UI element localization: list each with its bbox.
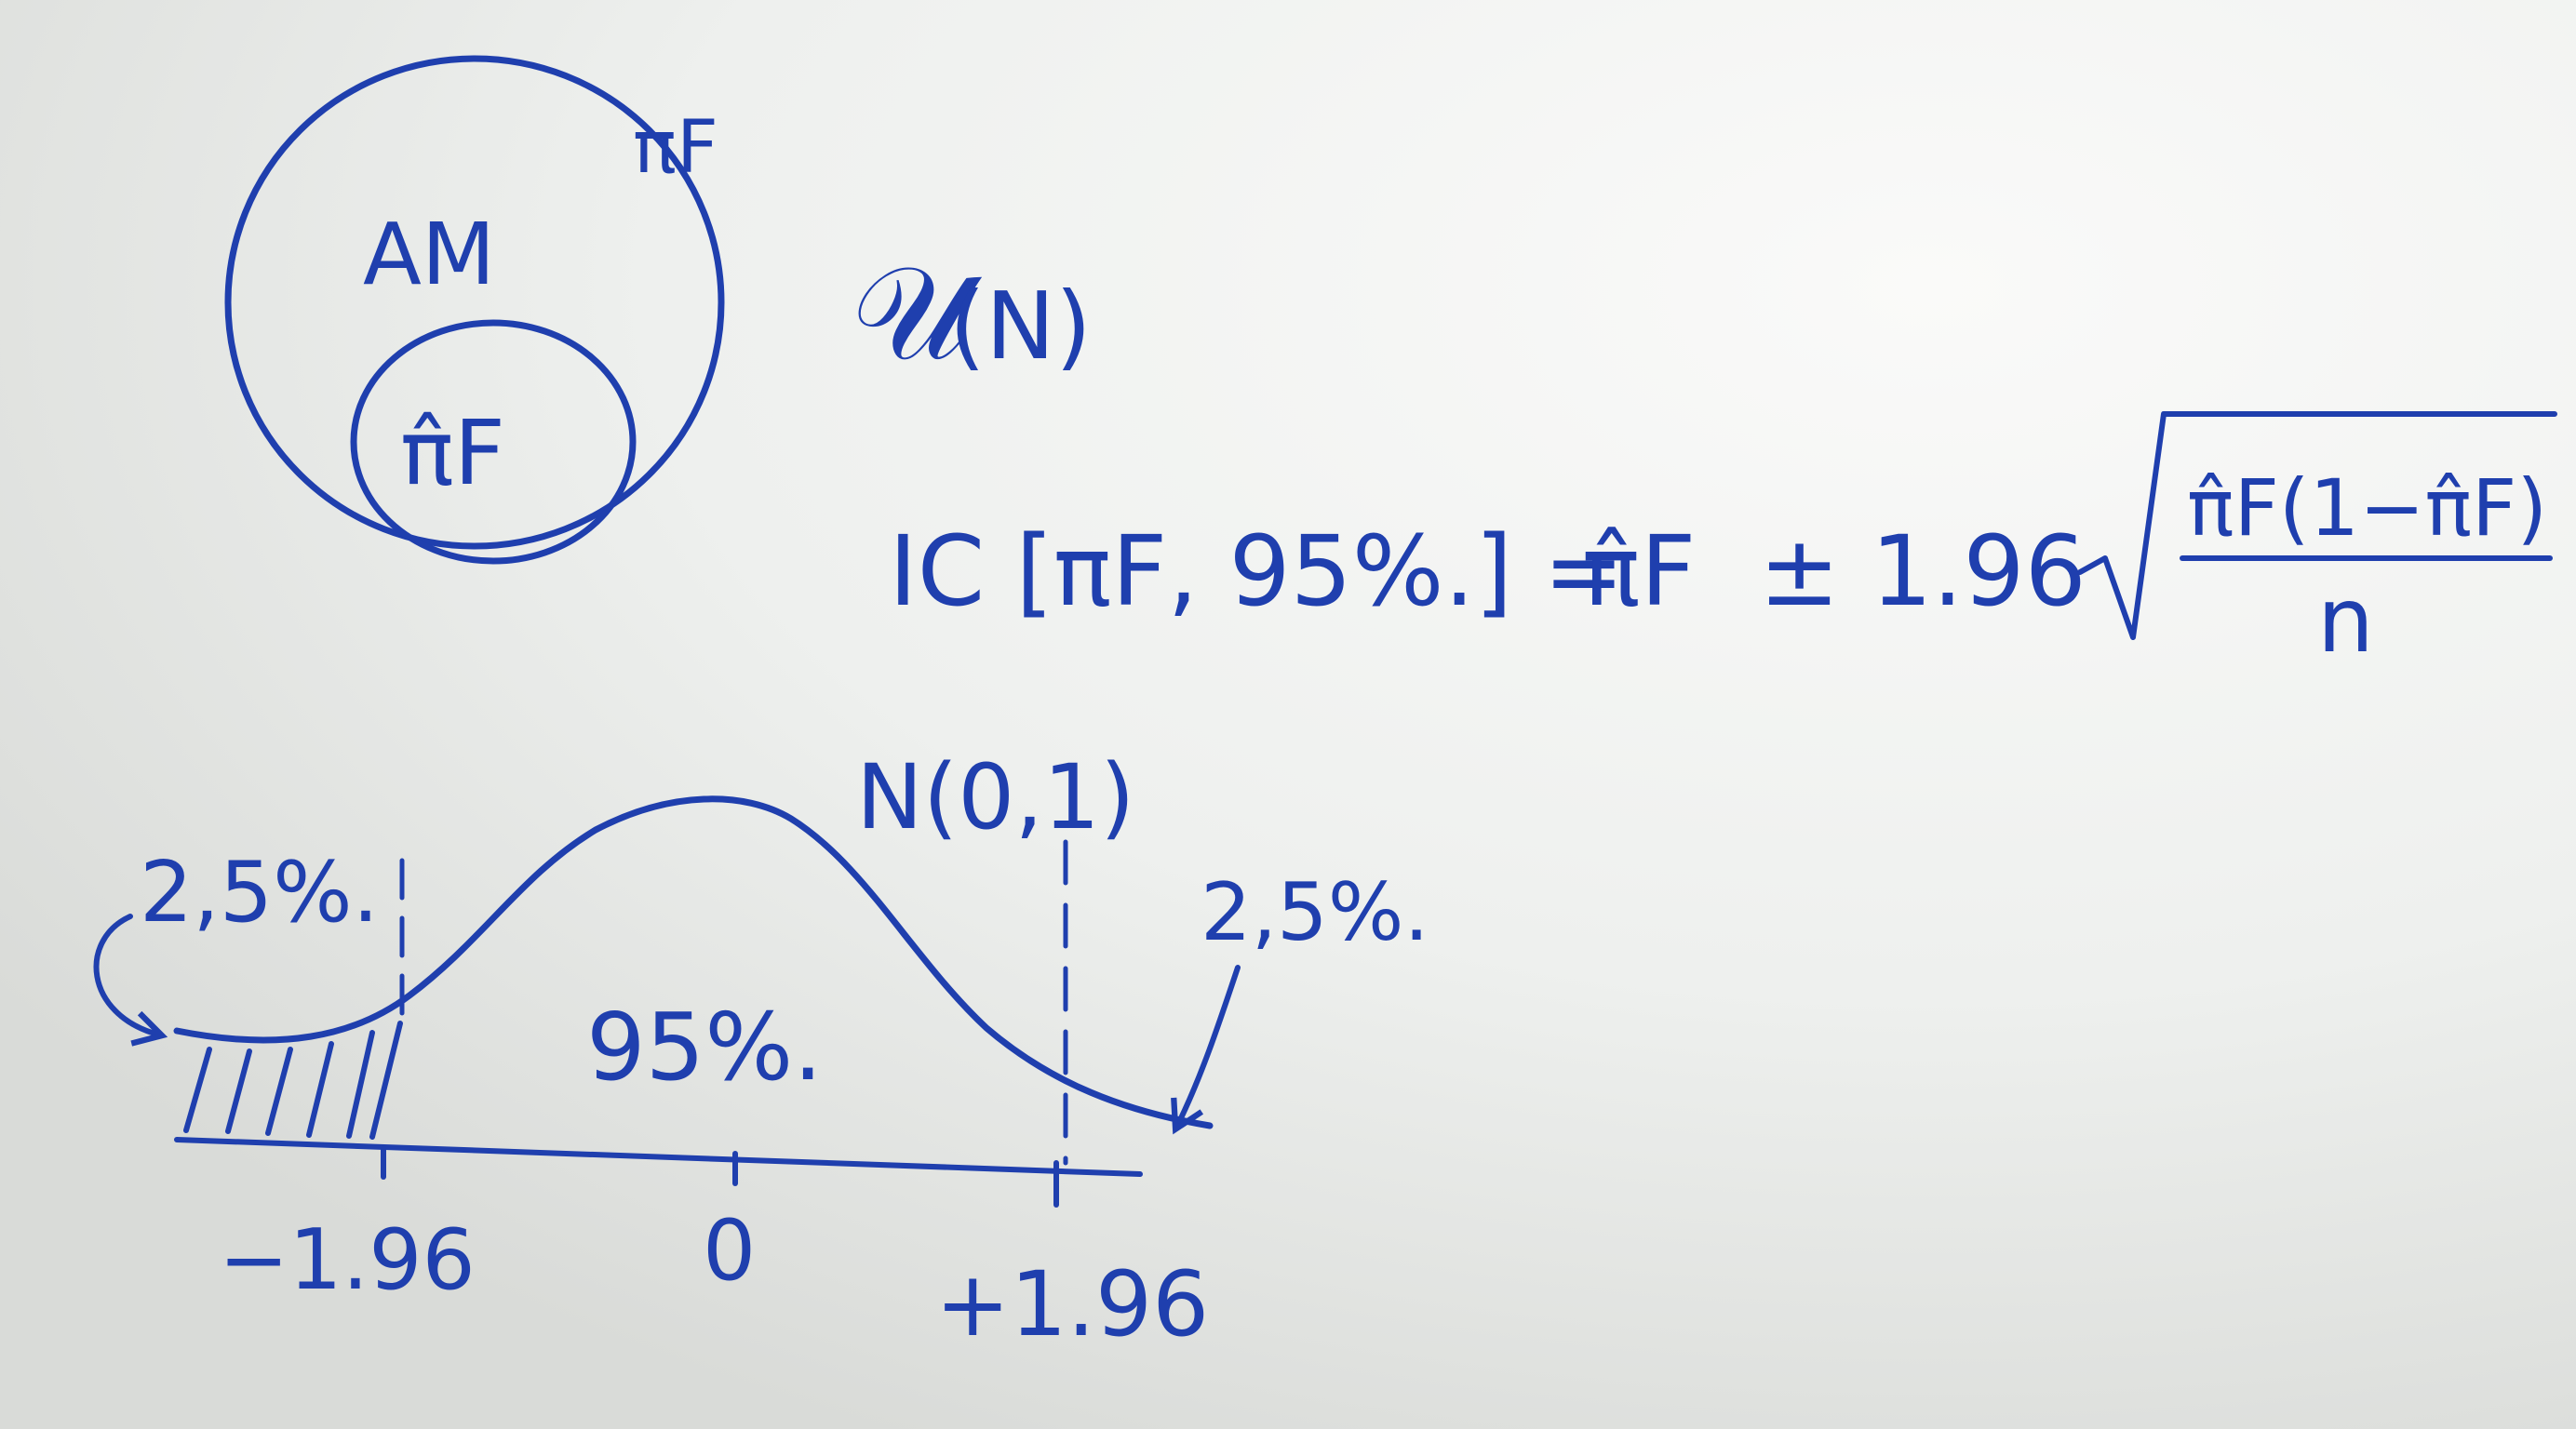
inner-set-circle: [350, 319, 637, 565]
u-argument: (N): [949, 272, 1092, 381]
distribution-name: N(0,1): [856, 745, 1134, 849]
uniform-notation: 𝒰 (N): [852, 238, 1092, 390]
outer-set-circle: [224, 55, 725, 550]
center-mass-label: 95%.: [586, 993, 823, 1102]
inner-set-label: π̂F: [400, 401, 505, 505]
bell-curve: [173, 795, 1214, 1129]
set-diagram: πF AM π̂F: [224, 55, 725, 565]
left-tail-label: 2,5%.: [140, 844, 379, 942]
x-axis: [174, 1137, 1143, 1177]
right-tail-label: 2,5%.: [1201, 866, 1429, 959]
ci-denominator: n: [2317, 568, 2374, 673]
ci-numerator: π̂F(1−π̂F): [2187, 462, 2547, 554]
outer-set-label: AM: [363, 205, 495, 304]
confidence-interval-formula: IC [πF, 95%.] = π̂F ± 1.96 π̂F(1−π̂F) n: [889, 411, 2557, 673]
tick-label-left: −1.96: [219, 1211, 476, 1309]
ci-lhs: IC [πF, 95%.] =: [889, 514, 1624, 628]
left-tail-arrow: [93, 914, 168, 1047]
right-tail-arrow: [1171, 965, 1241, 1135]
ci-estimate: π̂F: [1582, 514, 1696, 628]
square-root-sign: [2077, 411, 2557, 640]
tick-label-right: +1.96: [935, 1252, 1209, 1356]
outer-population-label: πF: [633, 106, 718, 190]
tick-label-center: 0: [703, 1202, 756, 1300]
normal-distribution: N(0,1) 2,5%. 95%. 2,5%. −1.96 0: [93, 745, 1429, 1356]
u-symbol: 𝒰: [852, 238, 983, 390]
ci-plus-minus-coefficient: ± 1.96: [1759, 514, 2086, 628]
left-tail-hatching: [183, 1021, 403, 1140]
